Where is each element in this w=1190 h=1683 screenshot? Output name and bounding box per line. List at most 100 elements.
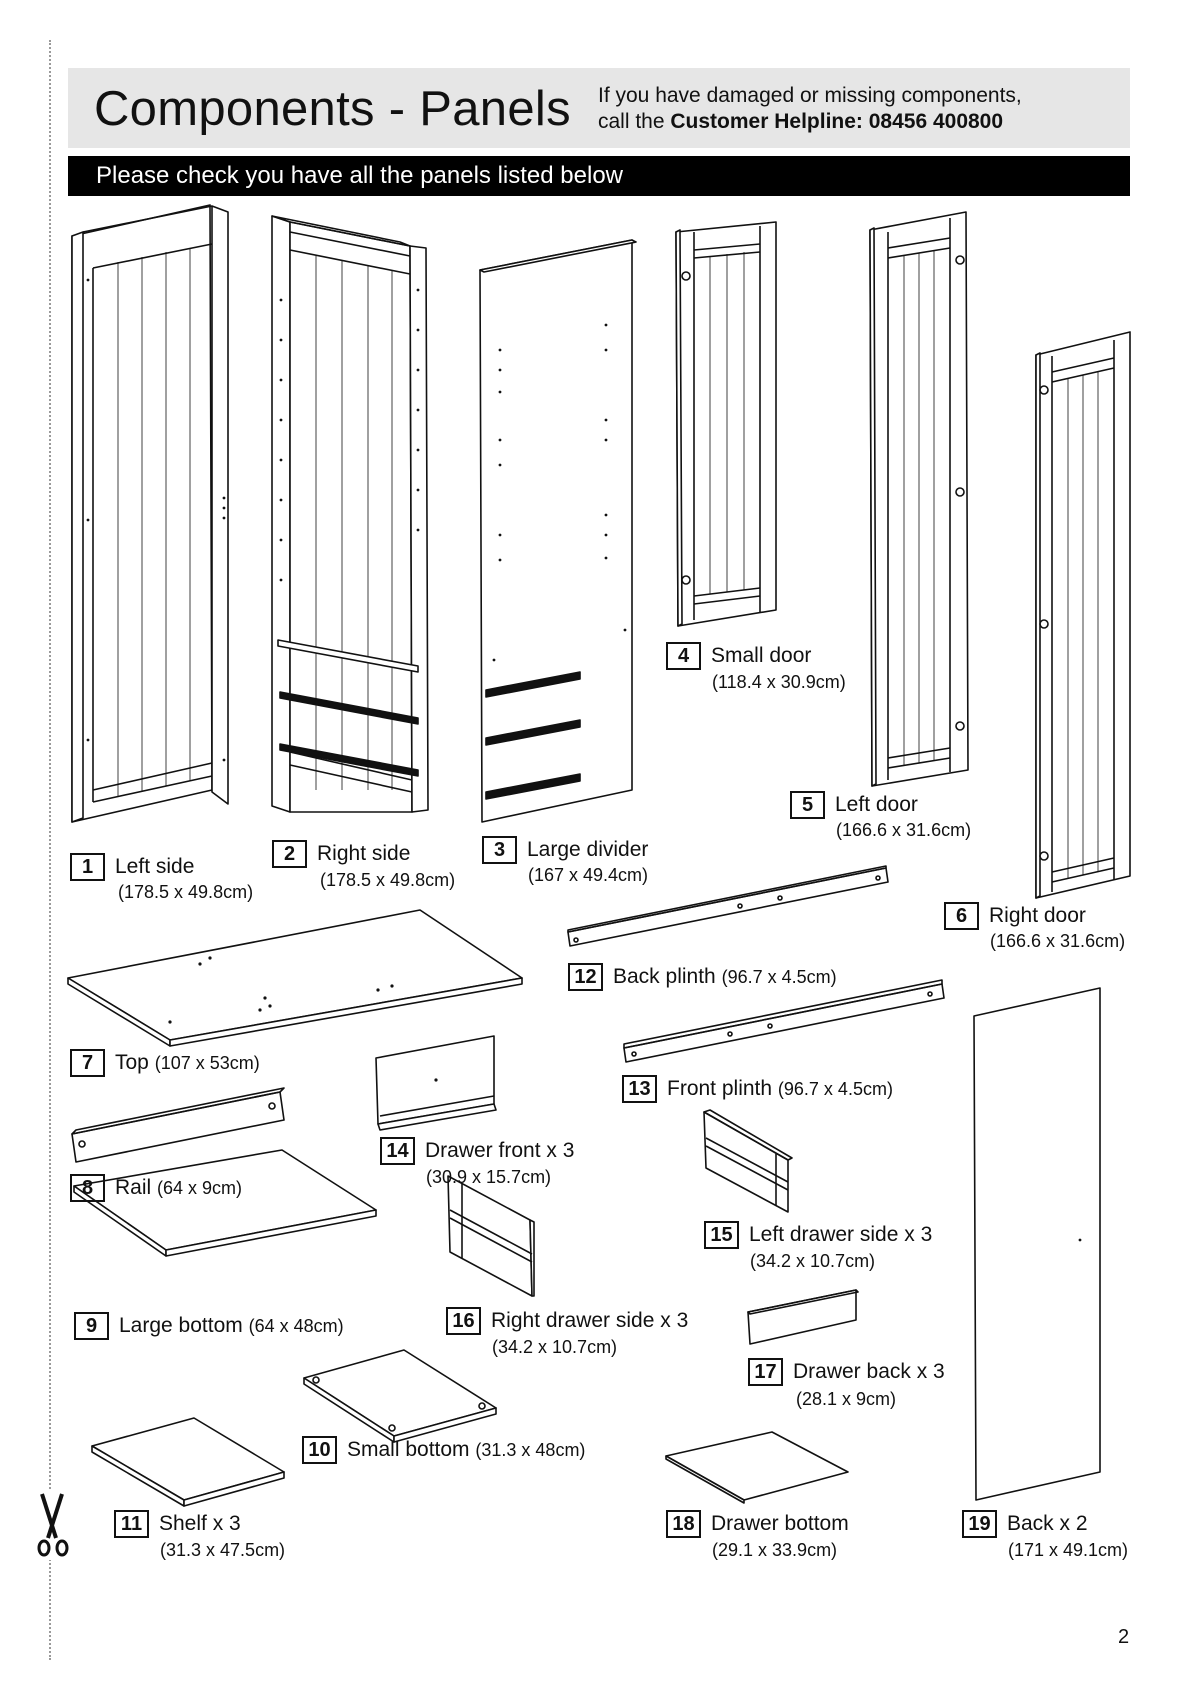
part-12-label: 12 Back plinth (96.7 x 4.5cm) [568, 963, 837, 991]
part-6-number: 6 [944, 902, 979, 930]
small-door-drawing [676, 222, 776, 626]
part-15-number: 15 [704, 1221, 739, 1249]
part-2-dims: (178.5 x 49.8cm) [320, 870, 456, 890]
part-18-dims: (29.1 x 33.9cm) [712, 1540, 838, 1560]
part-2-number: 2 [272, 840, 307, 868]
part-17-dims: (28.1 x 9cm) [796, 1389, 897, 1409]
part-13-number: 13 [622, 1075, 657, 1103]
part-7-name: Top [115, 1051, 149, 1074]
part-4-name: Small door [711, 644, 812, 667]
part-1-label: 1 Left side [70, 853, 194, 881]
part-9-dims: (64 x 48cm) [248, 1316, 344, 1336]
part-8-dims: (64 x 9cm) [157, 1178, 243, 1198]
right-side-panel-drawing [272, 216, 428, 812]
part-1-dims: (178.5 x 49.8cm) [118, 882, 254, 902]
part-2-label: 2 Right side [272, 840, 410, 868]
part-18-number: 18 [666, 1510, 701, 1538]
part-4-label: 4 Small door [666, 642, 811, 670]
part-2-name: Right side [317, 842, 411, 865]
drawer-front-drawing [376, 1036, 496, 1130]
part-14-name: Drawer front x 3 [425, 1139, 575, 1162]
part-9-name: Large bottom [119, 1314, 243, 1337]
part-17-number: 17 [748, 1358, 783, 1386]
part-19-name: Back x 2 [1007, 1512, 1088, 1535]
part-13-label: 13 Front plinth (96.7 x 4.5cm) [622, 1075, 893, 1103]
part-15-label: 15 Left drawer side x 3 [704, 1221, 932, 1249]
part-10-label: 10 Small bottom (31.3 x 48cm) [302, 1436, 585, 1464]
helpline-line-2: call the Customer Helpline: 08456 400800 [598, 109, 1022, 135]
header-bar: Components - Panels If you have damaged … [68, 68, 1130, 148]
part-3-name: Large divider [527, 838, 649, 861]
front-plinth-drawing [624, 980, 944, 1062]
part-14-label: 14 Drawer front x 3 [380, 1137, 574, 1165]
left-drawer-side-drawing [704, 1110, 792, 1212]
part-18-label: 18 Drawer bottom [666, 1510, 849, 1538]
part-10-dims: (31.3 x 48cm) [475, 1440, 586, 1460]
part-8-number: 8 [70, 1174, 105, 1202]
top-panel-drawing [68, 910, 522, 1046]
part-19-label: 19 Back x 2 [962, 1510, 1088, 1538]
part-7-label: 7 Top (107 x 53cm) [70, 1049, 260, 1077]
part-11-number: 11 [114, 1510, 149, 1538]
part-17-name: Drawer back x 3 [793, 1360, 945, 1383]
back-panel-drawing [974, 988, 1100, 1500]
page-number: 2 [1118, 1626, 1130, 1648]
right-drawer-side-drawing [448, 1176, 534, 1296]
right-door-drawing [1036, 332, 1130, 898]
left-side-panel-drawing [72, 205, 228, 822]
part-6-name: Right door [989, 904, 1086, 927]
part-7-dims: (107 x 53cm) [154, 1053, 260, 1073]
part-3-label: 3 Large divider [482, 836, 648, 864]
part-15-dims: (34.2 x 10.7cm) [750, 1251, 876, 1271]
cut-line [49, 40, 51, 1660]
part-5-name: Left door [835, 793, 918, 816]
part-16-dims: (34.2 x 10.7cm) [492, 1337, 618, 1357]
part-12-name: Back plinth [613, 965, 716, 988]
part-11-dims: (31.3 x 47.5cm) [160, 1540, 286, 1560]
part-3-number: 3 [482, 836, 517, 864]
part-12-number: 12 [568, 963, 603, 991]
helpline-notice: If you have damaged or missing component… [598, 83, 1022, 135]
part-11-name: Shelf x 3 [159, 1512, 241, 1535]
part-14-dims: (30.9 x 15.7cm) [426, 1167, 552, 1187]
helpline-number: Customer Helpline: 08456 400800 [670, 110, 1004, 133]
part-8-label: 8 Rail (64 x 9cm) [70, 1174, 242, 1202]
part-19-number: 19 [962, 1510, 997, 1538]
part-13-dims: (96.7 x 4.5cm) [777, 1079, 893, 1099]
instruction-banner: Please check you have all the panels lis… [68, 156, 1130, 196]
drawer-bottom-drawing [666, 1432, 848, 1503]
part-6-dims: (166.6 x 31.6cm) [990, 931, 1126, 951]
part-9-number: 9 [74, 1312, 109, 1340]
large-divider-drawing [480, 240, 636, 822]
part-16-number: 16 [446, 1307, 481, 1335]
shelf-drawing [92, 1418, 284, 1506]
left-door-drawing [870, 212, 968, 786]
banner-text: Please check you have all the panels lis… [96, 162, 623, 189]
part-8-name: Rail [115, 1176, 152, 1199]
part-14-number: 14 [380, 1137, 415, 1165]
part-1-number: 1 [70, 853, 105, 881]
part-15-name: Left drawer side x 3 [749, 1223, 933, 1246]
part-19-dims: (171 x 49.1cm) [1008, 1540, 1129, 1560]
part-18-name: Drawer bottom [711, 1512, 849, 1535]
part-9-label: 9 Large bottom (64 x 48cm) [74, 1312, 344, 1340]
part-4-number: 4 [666, 642, 701, 670]
part-5-label: 5 Left door [790, 791, 918, 819]
part-16-name: Right drawer side x 3 [491, 1309, 689, 1332]
part-12-dims: (96.7 x 4.5cm) [721, 967, 837, 987]
part-7-number: 7 [70, 1049, 105, 1077]
part-5-number: 5 [790, 791, 825, 819]
part-5-dims: (166.6 x 31.6cm) [836, 820, 972, 840]
part-4-dims: (118.4 x 30.9cm) [712, 672, 846, 692]
scissors-icon [30, 1490, 74, 1560]
part-11-label: 11 Shelf x 3 [114, 1510, 241, 1538]
part-10-name: Small bottom [347, 1438, 470, 1461]
part-1-name: Left side [115, 855, 195, 878]
part-16-label: 16 Right drawer side x 3 [446, 1307, 688, 1335]
part-10-number: 10 [302, 1436, 337, 1464]
part-17-label: 17 Drawer back x 3 [748, 1358, 945, 1386]
back-plinth-drawing [568, 866, 888, 946]
part-13-name: Front plinth [667, 1077, 773, 1100]
rail-drawing [72, 1088, 284, 1162]
